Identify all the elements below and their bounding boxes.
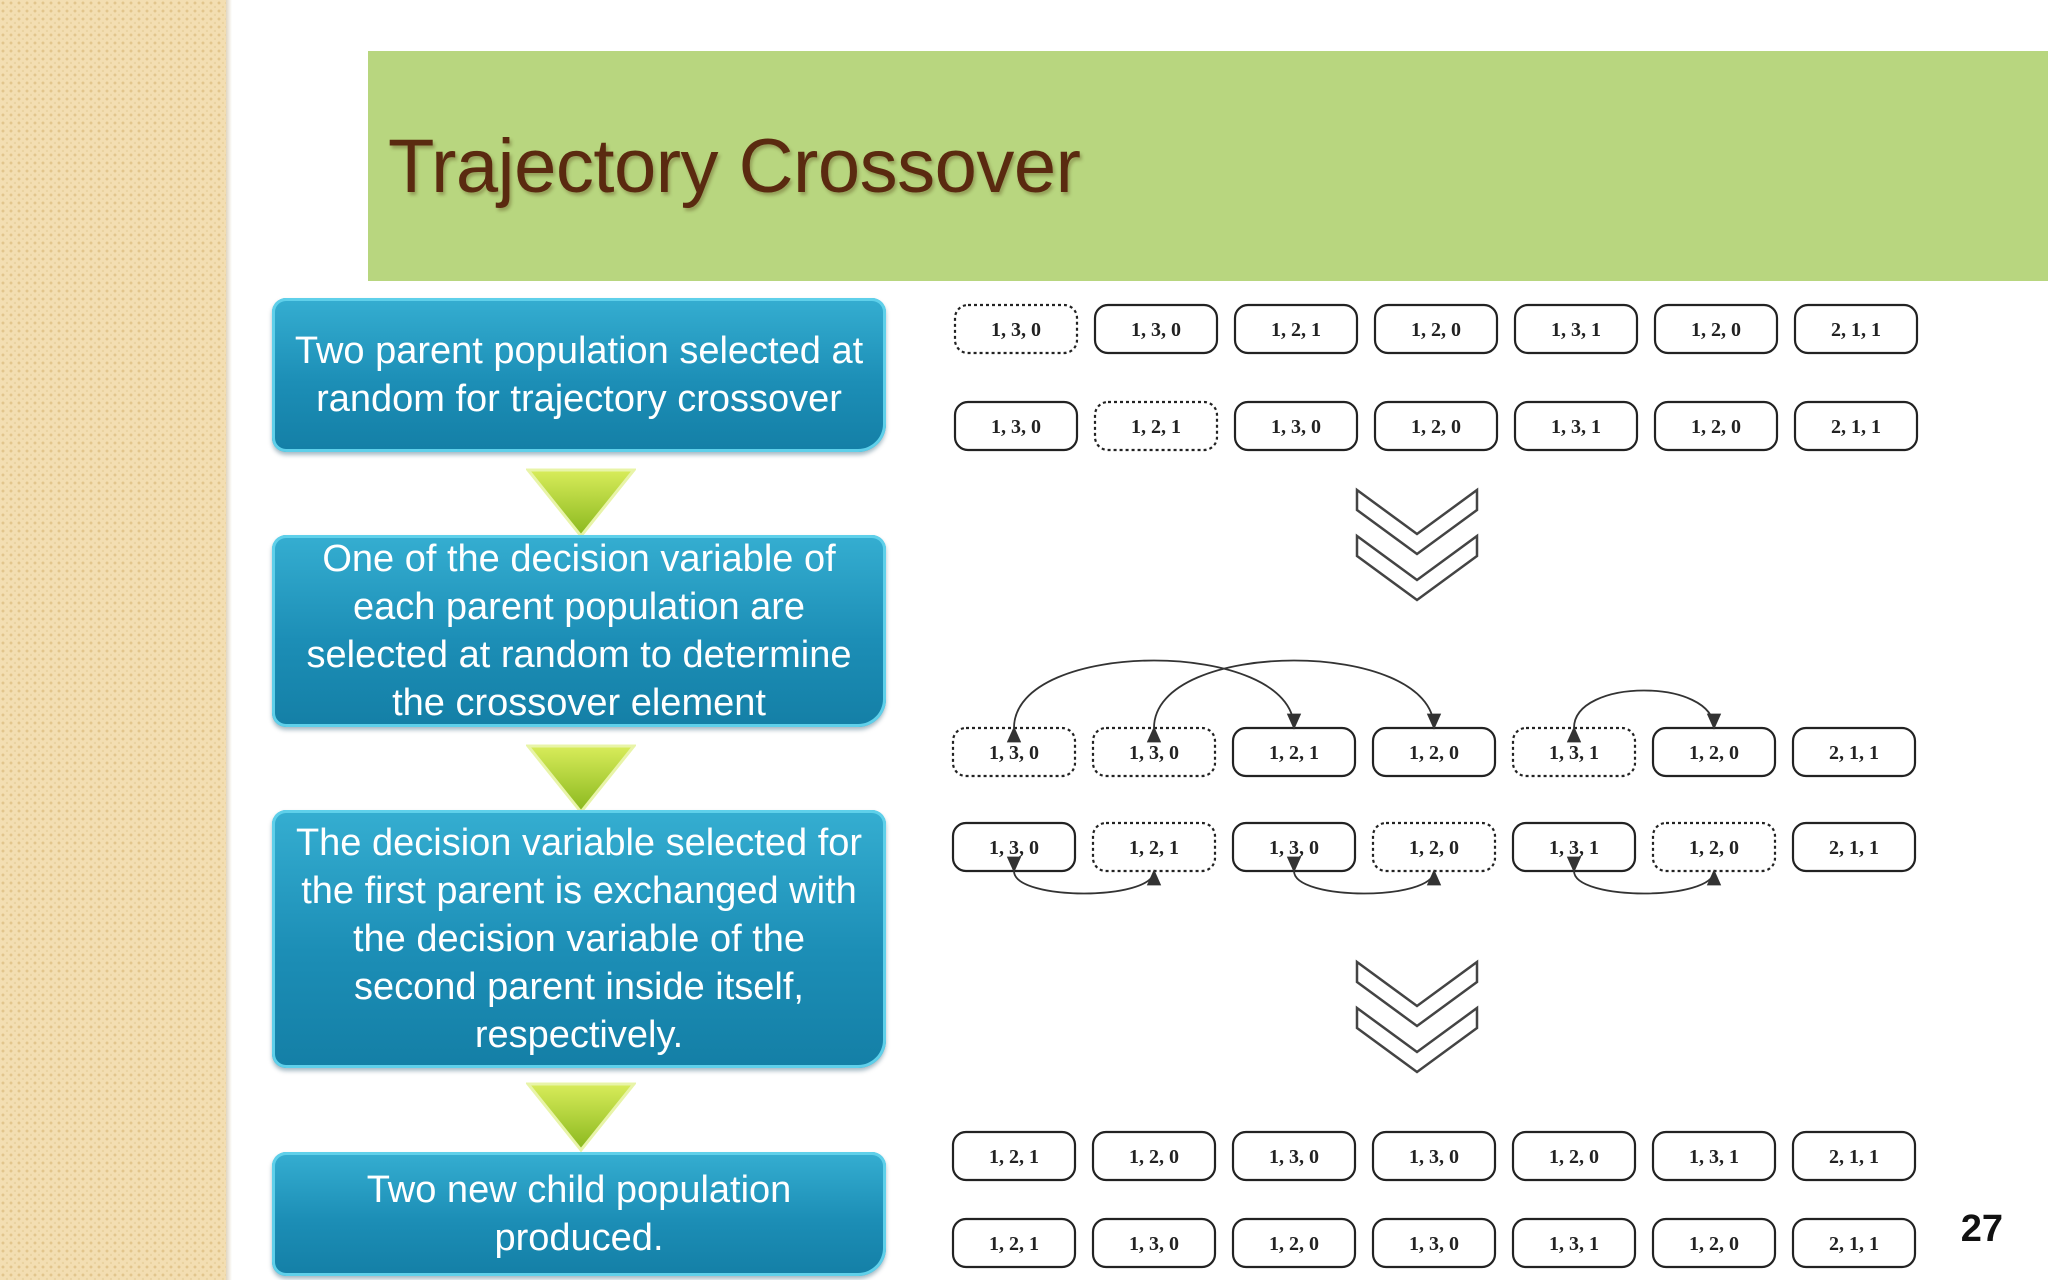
down-arrow-icon xyxy=(526,468,636,538)
cell-label: 1, 3, 1 xyxy=(1549,742,1599,764)
cell-label: 1, 2, 0 xyxy=(1689,837,1739,859)
exchange-arc xyxy=(1286,856,1442,895)
population-cell xyxy=(1231,1217,1357,1269)
population-cell xyxy=(1651,1130,1777,1182)
cell-label: 1, 2, 0 xyxy=(1691,416,1741,438)
population-cell xyxy=(1793,303,1919,355)
cell-label: 1, 3, 0 xyxy=(1129,742,1179,764)
down-arrow-icon xyxy=(526,744,636,814)
population-cell xyxy=(1651,1217,1777,1269)
population-cell xyxy=(951,1217,1077,1269)
cell-label: 1, 3, 0 xyxy=(1409,1233,1459,1255)
cell-label: 1, 3, 0 xyxy=(1129,1233,1179,1255)
population-cell xyxy=(1513,400,1639,452)
population-cell xyxy=(1791,821,1917,873)
cell-label: 1, 2, 1 xyxy=(1131,416,1181,438)
population-cell xyxy=(1093,303,1219,355)
cell-label: 2, 1, 1 xyxy=(1829,1146,1879,1168)
population-cell xyxy=(1371,1130,1497,1182)
step-box-1: Two parent population selected at random… xyxy=(272,298,886,452)
cell-label: 1, 3, 0 xyxy=(1271,416,1321,438)
step-text-3: The decision variable selected for the f… xyxy=(295,822,863,1056)
population-cell xyxy=(1091,1217,1217,1269)
selected-cell xyxy=(953,303,1079,355)
cell-label: 1, 3, 1 xyxy=(1551,416,1601,438)
cell-label: 1, 3, 1 xyxy=(1549,837,1599,859)
population-cell xyxy=(953,400,1079,452)
page-number: 27 xyxy=(1960,1208,2003,1250)
cell-label: 1, 3, 0 xyxy=(1269,1146,1319,1168)
side-band-shadow xyxy=(226,0,232,1280)
population-cell xyxy=(1511,1217,1637,1269)
population-cell xyxy=(1373,400,1499,452)
title-bar: Trajectory Crossover xyxy=(368,51,2048,281)
population-cell xyxy=(1231,1130,1357,1182)
population-cell xyxy=(951,1130,1077,1182)
cell-label: 1, 2, 0 xyxy=(1411,416,1461,438)
step-box-3: The decision variable selected for the f… xyxy=(272,810,886,1068)
population-cell xyxy=(1791,1217,1917,1269)
population-cell xyxy=(1791,726,1917,778)
double-chevron-down-icon xyxy=(1355,487,1479,602)
cell-label: 1, 2, 0 xyxy=(1411,319,1461,341)
exchange-arc xyxy=(1566,856,1722,895)
selected-cell xyxy=(1093,400,1219,452)
cell-label: 2, 1, 1 xyxy=(1831,319,1881,341)
step-text-4: Two new child population produced. xyxy=(366,1169,792,1259)
cell-label: 1, 2, 1 xyxy=(989,1233,1039,1255)
population-cell xyxy=(1233,400,1359,452)
cell-label: 1, 3, 0 xyxy=(1409,1146,1459,1168)
down-arrow-icon xyxy=(526,1082,636,1152)
cell-label: 1, 3, 0 xyxy=(1131,319,1181,341)
population-cell xyxy=(1653,400,1779,452)
cell-label: 1, 2, 0 xyxy=(1129,1146,1179,1168)
decorative-side-band xyxy=(0,0,226,1280)
step-box-2: One of the decision variable of each par… xyxy=(272,535,886,727)
population-cell xyxy=(1233,303,1359,355)
population-cell xyxy=(1373,303,1499,355)
cell-label: 1, 2, 0 xyxy=(1409,837,1459,859)
step-text-2: One of the decision variable of each par… xyxy=(306,538,852,724)
cell-label: 1, 3, 1 xyxy=(1551,319,1601,341)
exchange-arc xyxy=(1006,856,1162,895)
population-cell xyxy=(1791,1130,1917,1182)
cell-label: 2, 1, 1 xyxy=(1829,742,1879,764)
step-text-1: Two parent population selected at random… xyxy=(294,330,864,420)
double-chevron-down-icon xyxy=(1355,959,1479,1074)
cell-label: 1, 3, 0 xyxy=(989,742,1039,764)
cell-label: 1, 2, 1 xyxy=(989,1146,1039,1168)
population-cell xyxy=(1511,1130,1637,1182)
cell-label: 1, 3, 1 xyxy=(1689,1146,1739,1168)
cell-label: 1, 2, 0 xyxy=(1689,742,1739,764)
cell-label: 1, 3, 0 xyxy=(1269,837,1319,859)
cell-label: 1, 3, 0 xyxy=(991,416,1041,438)
cell-label: 1, 3, 1 xyxy=(1549,1233,1599,1255)
step-box-4: Two new child population produced. xyxy=(272,1152,886,1276)
population-cell xyxy=(1793,400,1919,452)
cell-label: 1, 2, 0 xyxy=(1691,319,1741,341)
cell-label: 2, 1, 1 xyxy=(1829,1233,1879,1255)
crossover-diagram: 1, 3, 0 1, 3, 0 1, 2, 1 1, 2, 0 1, 3, 1 1, 2,… xyxy=(951,303,1919,1269)
exchange-arc xyxy=(1006,659,1302,743)
population-cell xyxy=(1371,1217,1497,1269)
exchange-arc xyxy=(1146,659,1442,743)
cell-label: 2, 1, 1 xyxy=(1831,416,1881,438)
population-cell xyxy=(1513,303,1639,355)
cell-label: 2, 1, 1 xyxy=(1829,837,1879,859)
cell-label: 1, 3, 0 xyxy=(991,319,1041,341)
cell-label: 1, 2, 1 xyxy=(1271,319,1321,341)
cell-label: 1, 2, 1 xyxy=(1129,837,1179,859)
slide-title: Trajectory Crossover xyxy=(388,124,1081,209)
cell-label: 1, 2, 0 xyxy=(1269,1233,1319,1255)
cell-label: 1, 2, 0 xyxy=(1689,1233,1739,1255)
cell-label: 1, 3, 0 xyxy=(989,837,1039,859)
cell-label: 1, 2, 1 xyxy=(1269,742,1319,764)
population-cell xyxy=(1091,1130,1217,1182)
population-cell xyxy=(1653,303,1779,355)
cell-label: 1, 2, 0 xyxy=(1409,742,1459,764)
cell-label: 1, 2, 0 xyxy=(1549,1146,1599,1168)
exchange-arc xyxy=(1566,689,1722,743)
